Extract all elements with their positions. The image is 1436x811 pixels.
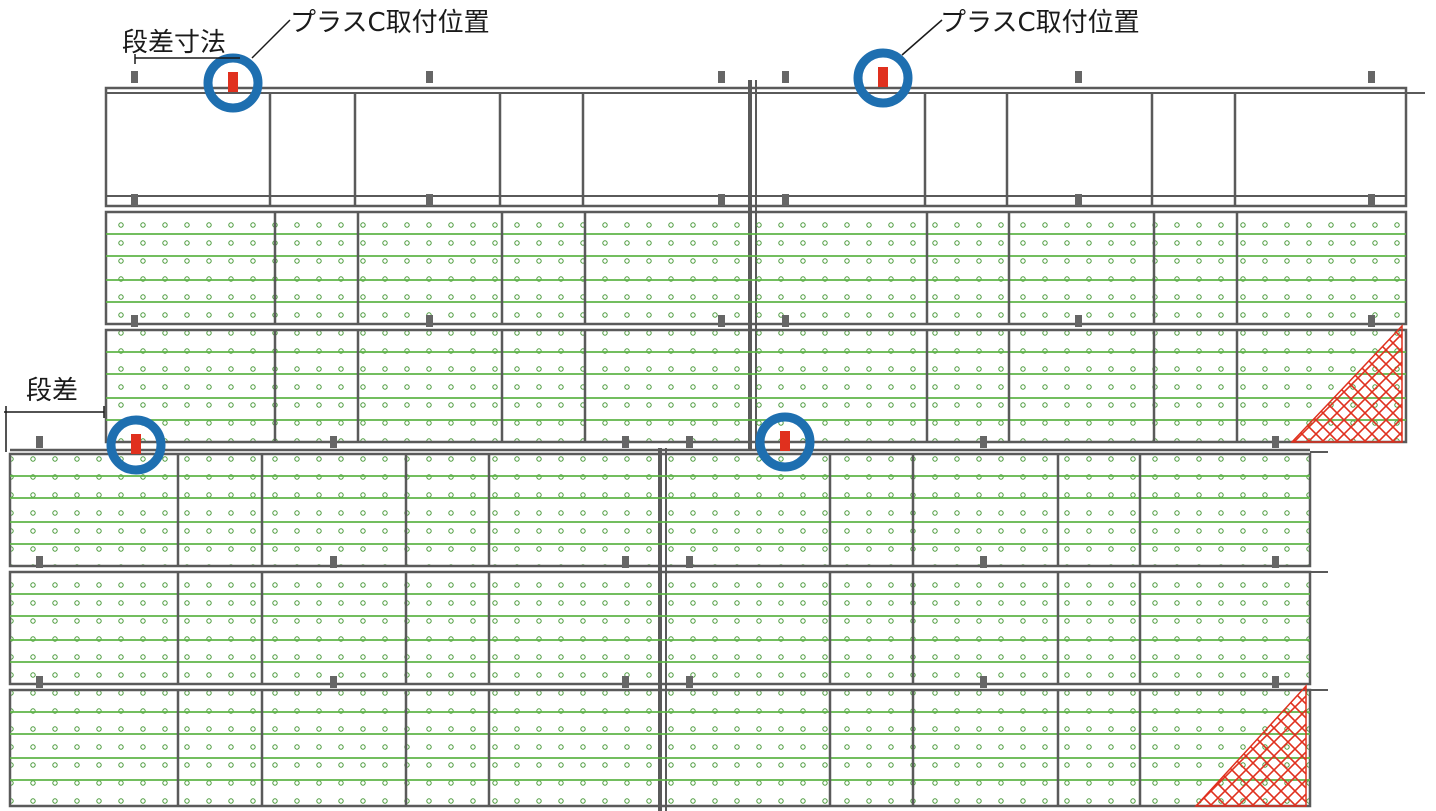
upper-scaffold bbox=[104, 80, 1425, 450]
upper-mesh-tier-2 bbox=[104, 324, 1408, 444]
annotation-lines bbox=[4, 19, 943, 452]
blue-ring-marker-icon bbox=[203, 53, 263, 113]
red-clamp-icon bbox=[228, 72, 238, 92]
red-clamp-icon bbox=[131, 434, 141, 454]
lower-mesh-tier-1 bbox=[8, 452, 1312, 568]
mount-position-label-right: プラスC取付位置 bbox=[940, 8, 1140, 38]
blue-ring-marker-icon bbox=[755, 412, 815, 472]
step-label: 段差 bbox=[26, 376, 79, 406]
red-crosshatch-area-upper bbox=[1290, 324, 1403, 443]
lower-mesh-tier-2 bbox=[8, 570, 1312, 686]
upper-mesh-tier-1 bbox=[104, 210, 1408, 326]
red-clamp-icon bbox=[878, 67, 888, 87]
lower-scaffold bbox=[8, 448, 1328, 811]
blue-ring-marker-icon bbox=[853, 48, 913, 108]
red-clamp-icon bbox=[780, 431, 790, 451]
lower-mesh-tier-3 bbox=[8, 684, 1312, 808]
red-crosshatch-area-lower bbox=[1194, 684, 1307, 807]
clips bbox=[36, 71, 1375, 688]
mount-position-label-left: プラスC取付位置 bbox=[290, 8, 490, 38]
step-dimension-label: 段差寸法 bbox=[122, 28, 227, 58]
blue-ring-marker-icon bbox=[106, 415, 166, 475]
